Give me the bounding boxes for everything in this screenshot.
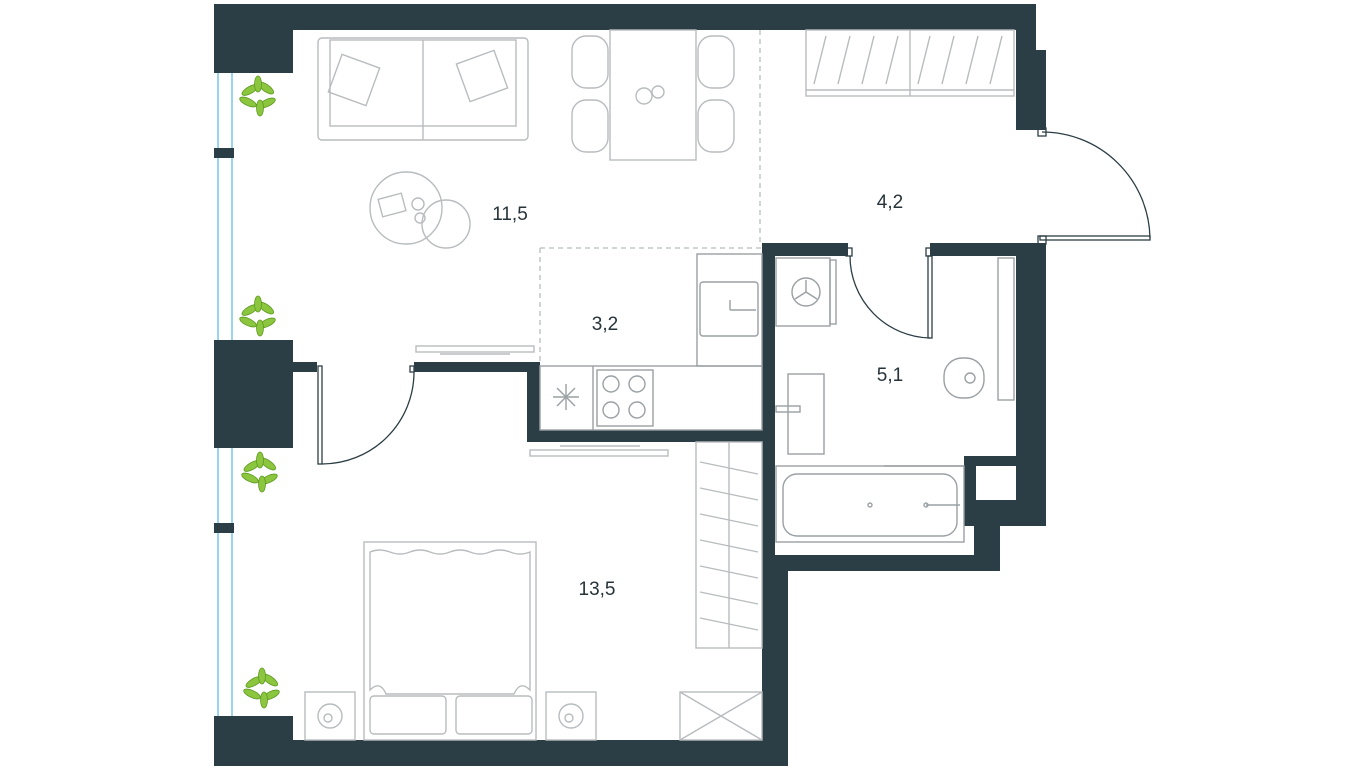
tv-stand-bedroom (529, 445, 669, 457)
zone-dividers (539, 30, 762, 362)
room-area-bathroom: 5,1 (877, 365, 903, 386)
windows (217, 73, 233, 716)
dining-table (571, 29, 735, 161)
room-area-bedroom: 13,5 (579, 579, 616, 600)
bathroom-fixtures (775, 257, 1015, 543)
room-labels: 11,5 4,2 3,2 5,1 13,5 (492, 192, 903, 600)
plant-icon (239, 75, 276, 117)
kitchen-units (539, 253, 763, 431)
nightstands (304, 691, 597, 741)
plant-icon (243, 667, 280, 709)
coffee-tables (369, 171, 471, 249)
wardrobe-bedroom (695, 441, 763, 649)
walls (214, 4, 1046, 766)
room-area-hall: 4,2 (877, 192, 903, 213)
plant-icon (241, 451, 278, 493)
plants (239, 75, 280, 709)
sofa (317, 37, 529, 141)
storage-box (679, 691, 763, 741)
doors (317, 127, 1151, 465)
wardrobe-hall (805, 29, 1015, 97)
plant-icon (239, 295, 276, 337)
room-area-living: 11,5 (492, 204, 528, 225)
room-area-kitchen: 3,2 (592, 314, 618, 335)
tv-stand-living (415, 345, 535, 355)
bed (363, 541, 537, 741)
